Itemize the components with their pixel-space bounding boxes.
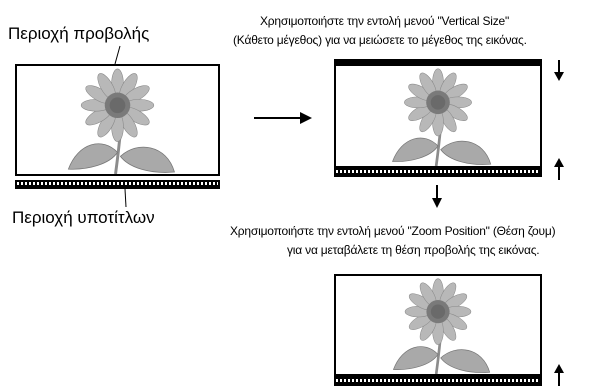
vertical-size-instruction-line2: (Κάθετο μέγεθος) για να μειώσετε το μέγε… bbox=[233, 33, 527, 47]
subtitle-area-strip-bottom bbox=[334, 375, 542, 386]
arrow-down-icon-center bbox=[432, 185, 442, 208]
zoom-position-instruction-line1: Χρησιμοποιήστε την εντολή μενού "Zoom Po… bbox=[230, 224, 556, 238]
original-projection-frame bbox=[15, 64, 220, 176]
arrow-up-icon bbox=[554, 158, 564, 180]
sunflower-image bbox=[67, 68, 175, 174]
sunflower-image-reduced bbox=[392, 68, 492, 166]
reduced-size-frame bbox=[334, 64, 542, 168]
subtitle-area-label: Περιοχή υποτίτλων bbox=[12, 208, 155, 227]
arrow-up-icon-bottom bbox=[554, 364, 564, 386]
projection-area-label: Περιοχή προβολής bbox=[8, 24, 150, 43]
vertical-size-instruction-line1: Χρησιμοποιήστε την εντολή μενού "Vertica… bbox=[260, 14, 510, 28]
subtitle-area-strip-middle bbox=[334, 166, 542, 177]
sunflower-graphic bbox=[67, 68, 175, 174]
top-black-bar bbox=[334, 59, 542, 65]
arrow-right-icon bbox=[254, 112, 312, 124]
zoom-position-instruction-line2: για να μεταβάλετε τη θέση προβολής της ε… bbox=[287, 243, 540, 257]
subtitle-area-strip bbox=[15, 180, 220, 189]
arrow-down-icon bbox=[554, 60, 564, 81]
sunflower-image-shifted bbox=[392, 278, 491, 374]
shifted-position-frame bbox=[334, 274, 542, 376]
